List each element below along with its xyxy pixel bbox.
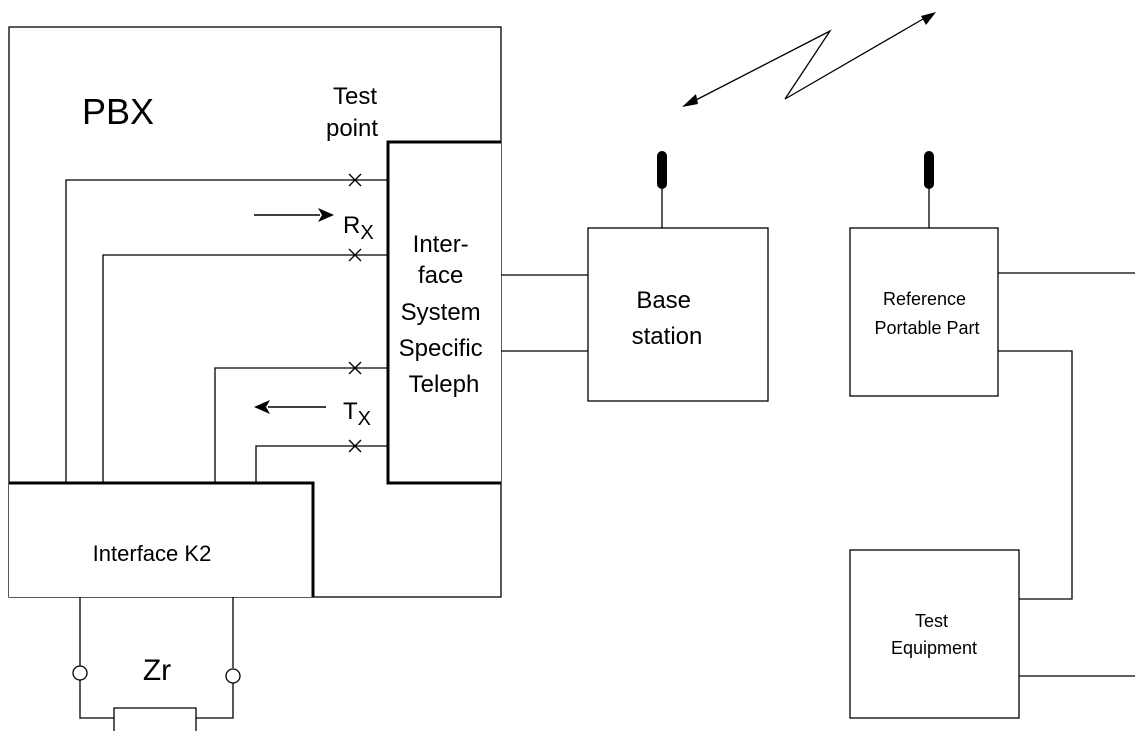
radio-link-arrow (682, 12, 936, 107)
zr-wire-bottom-right (196, 683, 234, 719)
rx-line-2 (102, 254, 388, 483)
base-station-box (587, 227, 769, 402)
system-interface-border (386, 140, 501, 485)
tx-arrow (254, 400, 326, 414)
zr-terminal-right (225, 668, 241, 684)
zr-terminal-left (72, 665, 88, 681)
test-point-label-line2: point (326, 115, 378, 142)
zr-resistor (113, 707, 197, 731)
test-point-marker (348, 361, 362, 375)
rx-label: RX (343, 212, 374, 244)
test-point-marker (348, 439, 362, 453)
interface-k2-label: Interface K2 (93, 541, 212, 566)
tx-line-2 (255, 445, 388, 483)
test-point-label-line1: Test (333, 83, 377, 110)
rx-line-1 (65, 179, 388, 483)
rpp-antenna-icon (924, 151, 934, 189)
system-interface-label: Inter- face System Specific Teleph (399, 231, 490, 398)
zr-label: Zr (143, 654, 171, 687)
zr-wire-bottom-left (79, 680, 114, 719)
test-equipment-label: Test Equipment (891, 611, 977, 658)
reference-portable-part-box (849, 227, 999, 397)
tx-line-1 (214, 367, 388, 483)
tx-label: TX (343, 398, 371, 430)
test-equipment-box (849, 549, 1020, 719)
rpp-to-test-equipment-line (998, 350, 1073, 600)
test-point-marker (348, 173, 362, 187)
base-station-label: Base station (632, 287, 703, 350)
base-station-antenna-icon (657, 151, 667, 189)
interface-k2-border (9, 481, 315, 597)
test-point-marker (348, 248, 362, 262)
interface-k2-fill (9, 483, 313, 597)
reference-portable-part-label: Reference Portable Part (874, 289, 979, 338)
pbx-label: PBX (82, 91, 154, 132)
system-interface-fill (388, 142, 501, 483)
rx-arrow (254, 208, 334, 222)
